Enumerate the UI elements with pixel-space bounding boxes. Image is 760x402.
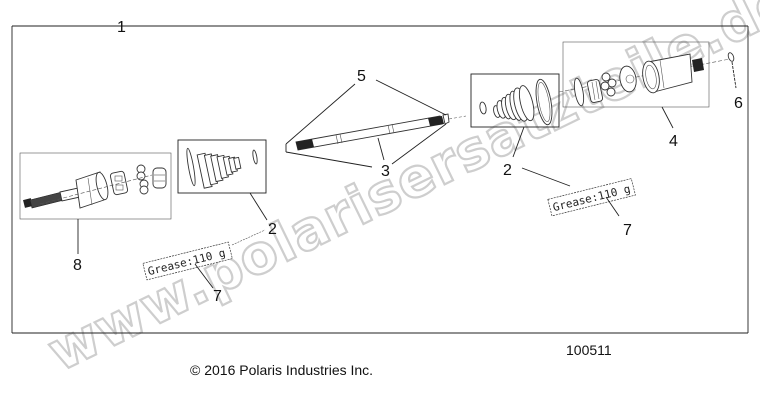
callout-1[interactable]: 1 [117, 19, 126, 36]
callout-7-right[interactable]: 7 [623, 222, 632, 239]
boot-kit-outer[interactable] [177, 139, 267, 194]
inner-cv-joint-kit[interactable] [558, 41, 736, 108]
drawing-number: 100511 [566, 342, 612, 358]
outer-cv-joint-kit[interactable] [19, 152, 172, 220]
grease-pack-right[interactable]: Grease:110 g [547, 178, 636, 217]
retaining-ring[interactable] [727, 52, 735, 62]
callout-5[interactable]: 5 [357, 68, 366, 85]
callout-8[interactable]: 8 [73, 257, 82, 274]
shaft[interactable] [295, 113, 467, 151]
callout-3[interactable]: 3 [381, 163, 390, 180]
assembly-frame [11, 25, 749, 334]
callout-7-left[interactable]: 7 [213, 288, 222, 305]
callout-2-right[interactable]: 2 [503, 162, 512, 179]
callout-6[interactable]: 6 [734, 95, 743, 112]
callout-2-left[interactable]: 2 [268, 221, 277, 238]
boot-kit-inner[interactable] [470, 73, 560, 129]
copyright-notice: © 2016 Polaris Industries Inc. [190, 362, 373, 378]
callout-4[interactable]: 4 [669, 133, 678, 150]
